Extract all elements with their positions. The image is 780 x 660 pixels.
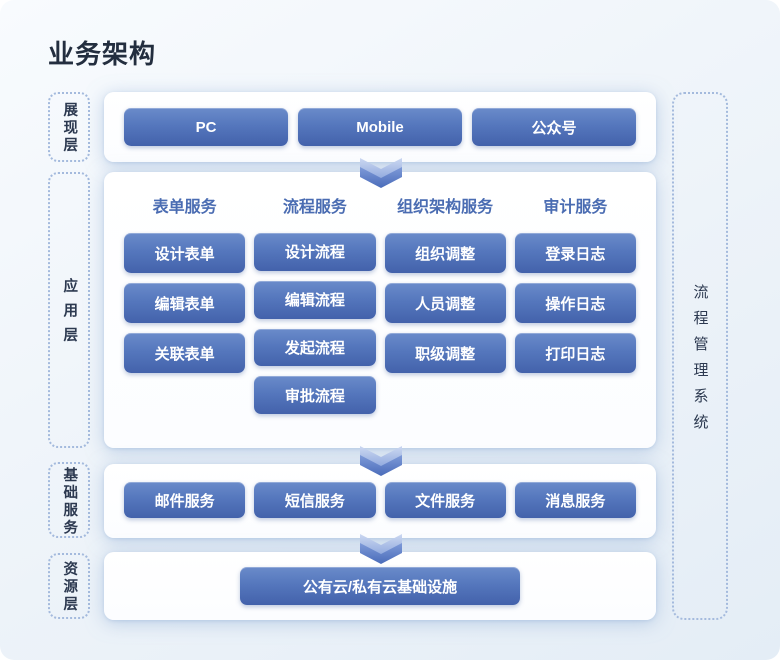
official-account-block: 公众号 [472,108,636,146]
org-adjust-block: 组织调整 [384,233,506,273]
design-form-block: 设计表单 [124,233,246,273]
rank-adjust-block: 职级调整 [384,333,506,373]
operation-log-block: 操作日志 [514,283,636,323]
edit-flow-block: 编辑流程 [254,280,376,319]
form-service-group: 表单服务 设计表单 编辑表单 关联表单 [124,196,246,424]
edit-form-block: 编辑表单 [124,283,246,323]
process-management-system-panel: 流程管理系统 [672,92,728,620]
personnel-adjust-block: 人员调整 [384,283,506,323]
cloud-infrastructure-block: 公有云/私有云基础设施 [240,567,520,605]
file-service-block: 文件服务 [384,482,506,518]
layer-label-text: 展现层 [61,102,78,155]
application-layer-card: 表单服务 设计表单 编辑表单 关联表单 流程服务 设计流程 编辑流程 发起流程 … [104,172,656,448]
start-flow-block: 发起流程 [254,328,376,367]
page-title: 业务架构 [48,39,157,69]
layer-label-text: 基础服务 [61,466,78,537]
layer-label-application: 应用层 [48,172,90,448]
sms-service-block: 短信服务 [254,482,376,518]
layer-label-text: 资源层 [61,561,78,614]
layer-label-text: 应用层 [61,278,78,352]
layer-label-basic-services: 基础服务 [48,462,90,538]
group-title: 表单服务 [152,199,217,216]
design-flow-block: 设计流程 [254,233,376,271]
mobile-block: Mobile [298,108,462,146]
org-structure-service-group: 组织架构服务 组织调整 人员调整 职级调整 [384,196,506,424]
group-title: 流程服务 [282,199,347,216]
message-service-block: 消息服务 [514,482,636,518]
print-log-block: 打印日志 [514,333,636,373]
layer-label-presentation: 展现层 [48,92,90,162]
approve-flow-block: 审批流程 [254,376,376,414]
mail-service-block: 邮件服务 [124,482,246,518]
flow-service-group: 流程服务 设计流程 编辑流程 发起流程 审批流程 [254,196,376,424]
login-log-block: 登录日志 [514,233,636,273]
audit-service-group: 审计服务 登录日志 操作日志 打印日志 [514,196,636,424]
process-management-system-label: 流程管理系统 [691,283,709,440]
down-arrow-icon [357,157,405,189]
presentation-layer-card: PC Mobile 公众号 [104,92,656,162]
group-title: 组织架构服务 [397,199,494,216]
down-arrow-icon [357,533,405,565]
down-arrow-icon [357,445,405,477]
basic-services-card: 邮件服务 短信服务 文件服务 消息服务 [104,464,656,538]
pc-block: PC [124,108,288,146]
group-title: 审计服务 [543,199,608,216]
layer-label-resources: 资源层 [48,553,90,619]
link-form-block: 关联表单 [124,333,246,373]
